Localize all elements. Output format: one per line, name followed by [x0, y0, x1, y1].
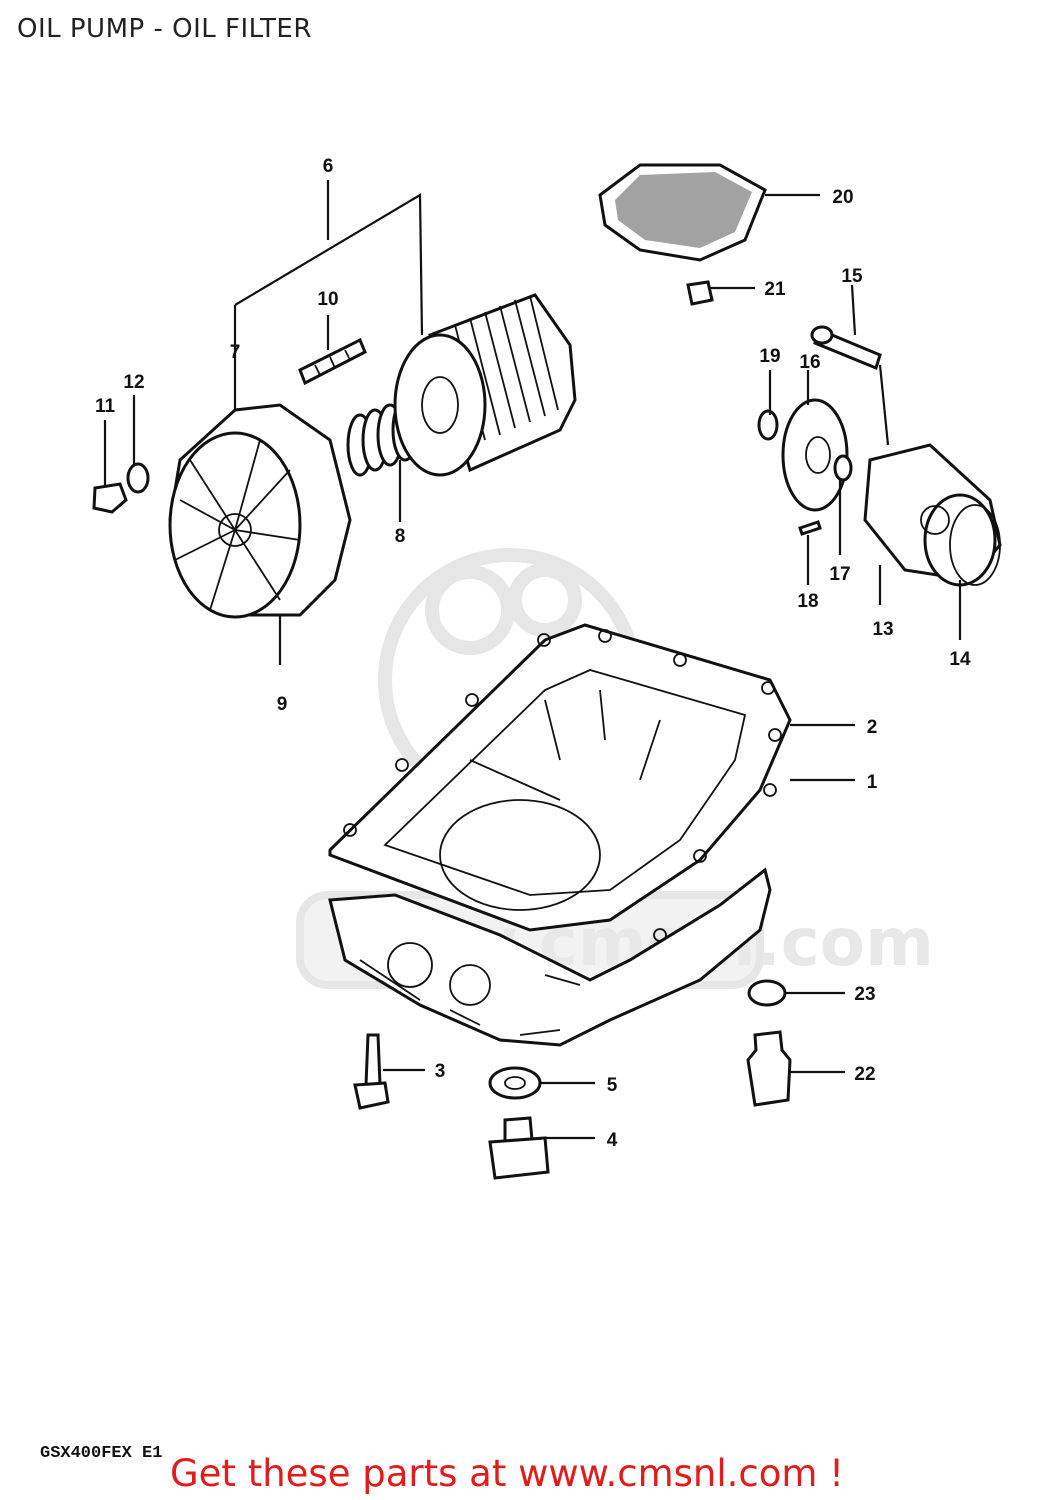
callout-5: 5	[607, 1075, 618, 1096]
callout-14: 14	[949, 649, 971, 670]
callout-12: 12	[123, 372, 144, 393]
oil-strainer	[598, 163, 767, 262]
callout-11: 11	[95, 396, 116, 417]
oil-filter-element	[393, 293, 577, 477]
cap-nut	[92, 482, 128, 514]
circlip	[757, 409, 779, 441]
washer-o-ring	[126, 462, 150, 494]
oil-sensor	[746, 1030, 792, 1107]
gear-washer	[833, 454, 853, 482]
oil-pan	[328, 867, 772, 1047]
oil-pump-body	[863, 443, 1002, 587]
callout-22: 22	[854, 1064, 875, 1085]
callout-1: 1	[867, 772, 878, 793]
model-code: GSX400FEX E1	[40, 1444, 163, 1463]
callout-labels: 6 7 10 11 12 8 9 20 21 15 19 16 17 18 13…	[95, 156, 971, 1151]
callout-9: 9	[277, 694, 288, 715]
callout-21: 21	[764, 279, 786, 300]
drain-plug	[488, 1116, 550, 1180]
oil-filter-cap	[168, 403, 352, 619]
pump-gear	[781, 398, 849, 512]
filter-stud	[298, 337, 367, 386]
strainer-bolt	[686, 280, 714, 306]
callout-18: 18	[797, 591, 818, 612]
pin	[798, 520, 822, 536]
callout-3: 3	[435, 1061, 446, 1082]
drain-washer	[488, 1066, 542, 1100]
page-title: OIL PUMP - OIL FILTER	[17, 14, 312, 44]
oil-pan-bolt	[353, 1033, 390, 1110]
callout-15: 15	[841, 266, 863, 287]
leader-lines	[103, 180, 962, 1140]
callout-2: 2	[867, 717, 878, 738]
cta-link[interactable]: Get these parts at www.cmsnl.com !	[170, 1452, 845, 1495]
callout-7: 7	[230, 342, 241, 363]
callout-23: 23	[854, 984, 875, 1005]
callout-16: 16	[799, 352, 820, 373]
callout-8: 8	[395, 526, 406, 547]
gasket-bolt-holes	[343, 629, 782, 942]
callout-20: 20	[832, 187, 853, 208]
sensor-washer	[747, 979, 787, 1007]
callout-13: 13	[872, 619, 893, 640]
callout-6: 6	[323, 156, 334, 177]
pump-o-ring	[949, 504, 1001, 586]
callout-19: 19	[759, 346, 780, 367]
pump-bolt	[810, 325, 882, 371]
callout-4: 4	[607, 1130, 618, 1151]
oil-pan-gasket	[328, 623, 792, 942]
callout-10: 10	[317, 289, 338, 310]
callout-17: 17	[829, 564, 850, 585]
